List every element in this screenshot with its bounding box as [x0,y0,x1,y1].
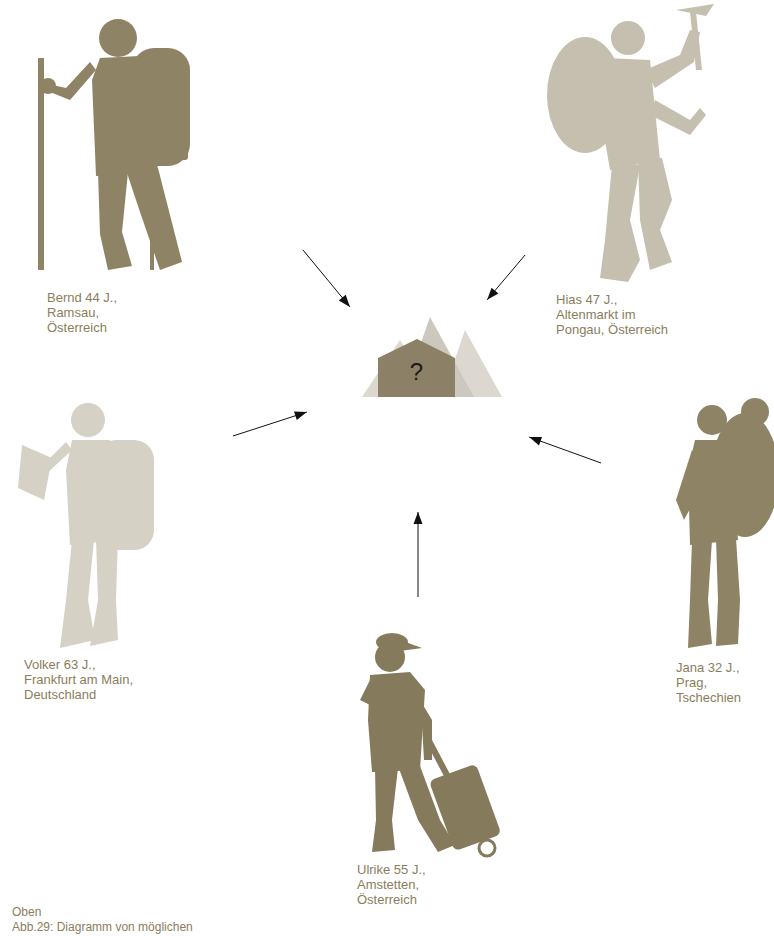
person-caption: Jana 32 J., Prag, Tschechien [676,660,766,705]
backpacker-silhouette-part [697,405,727,435]
person-node: Ulrike 55 J., Amstetten, Österreich [338,628,522,936]
person-node: Bernd 44 J., Ramsau, Österreich [10,0,210,340]
flow-arrow [233,411,307,436]
traveller-silhouette-part [429,764,502,852]
hiker-silhouette [38,19,190,270]
destination-hut: ? [362,315,502,397]
arrow-line [303,250,350,307]
arrow-head [339,295,350,307]
question-mark: ? [378,359,455,385]
figure-caption-text: Oben [12,905,41,919]
person-node: Volker 63 J., Frankfurt am Main, Deutsch… [15,398,165,710]
hiker-with-map-silhouette-part [66,440,118,545]
traveller-silhouette-part [372,768,398,852]
backpacker-silhouette-part [716,538,740,646]
climber-silhouette [547,4,714,282]
hiker-silhouette-part [150,150,154,270]
flow-arrow [487,255,525,300]
hiker-with-map-silhouette-part [71,403,105,437]
person-caption: Hias 47 J., Altenmarkt im Pongau, Österr… [556,292,676,337]
traveller-silhouette-part [368,672,425,772]
climber-silhouette-part [690,12,702,70]
person-node: Jana 32 J., Prag, Tschechien [665,398,774,710]
climber-silhouette-part [650,100,706,135]
hut-outline [362,315,502,397]
arrow-line [233,412,307,436]
hiker-with-map-silhouette-part [18,445,52,500]
hiker-silhouette-part [98,172,132,270]
hiker-with-map-silhouette [18,403,154,648]
hiker-silhouette-part [48,62,96,100]
arrow-line [418,512,419,597]
person-caption: Volker 63 J., Frankfurt am Main, Deutsch… [24,657,149,702]
arrow-line [529,437,601,463]
climber-silhouette-part [611,21,645,55]
arrow-head [487,288,498,300]
hiker-silhouette-part [99,19,137,57]
traveller-silhouette-part [400,640,422,651]
hiker-silhouette-part [40,78,56,94]
hiker-with-map-silhouette-part [60,540,95,648]
person-caption: Ulrike 55 J., Amstetten, Österreich [357,862,447,907]
hiker-silhouette-part [176,128,188,160]
backpacker-silhouette-part [688,540,712,648]
arrow-head [529,437,542,445]
arrow-head [294,411,307,420]
flow-arrow [414,512,423,597]
backpacker-silhouette-part [741,398,769,426]
climber-silhouette-part [676,4,714,16]
person-caption: Bernd 44 J., Ramsau, Österreich [47,290,132,335]
flow-arrow [303,250,350,307]
traveller-silhouette [360,633,501,856]
backpacker-silhouette [676,398,774,648]
climber-silhouette-part [638,158,672,270]
traveller-silhouette-part [375,642,405,672]
hiker-silhouette-part [92,56,158,176]
traveller-silhouette-part [426,740,452,780]
figure-caption-text: Abb.29: Diagramm von möglichen [12,920,193,934]
traveller-silhouette-part [408,690,432,760]
arrow-line [487,255,525,300]
person-node: Hias 47 J., Altenmarkt im Pongau, Österr… [528,0,728,345]
hiker-with-map-silhouette-part [90,536,118,646]
climber-silhouette-part [600,165,640,282]
traveller-silhouette-part [479,840,495,856]
arrow-head [414,512,423,524]
climber-silhouette-part [645,30,700,88]
backpacker-silhouette-part [676,450,700,520]
hut-shape [378,339,455,397]
flow-arrow [529,437,601,463]
